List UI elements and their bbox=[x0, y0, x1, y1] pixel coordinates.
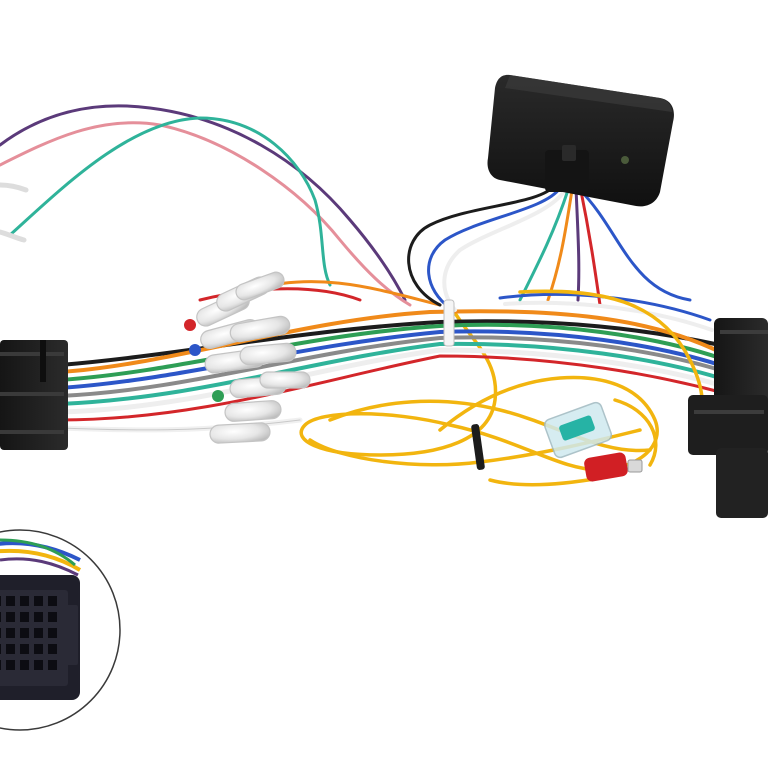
loose-wires-top-left bbox=[0, 104, 412, 307]
zip-tie-yellow-lead bbox=[471, 424, 485, 470]
inline-fuse-holder bbox=[543, 401, 643, 482]
main-wire-bundle bbox=[57, 280, 723, 433]
inset-connector-closeup bbox=[0, 529, 121, 731]
right-connector-block bbox=[688, 318, 768, 518]
module-lead-wires bbox=[407, 183, 714, 412]
left-connector-block bbox=[0, 340, 68, 450]
zip-tie-main bbox=[443, 299, 455, 347]
bullet-connectors bbox=[184, 271, 311, 444]
control-module bbox=[487, 74, 674, 207]
